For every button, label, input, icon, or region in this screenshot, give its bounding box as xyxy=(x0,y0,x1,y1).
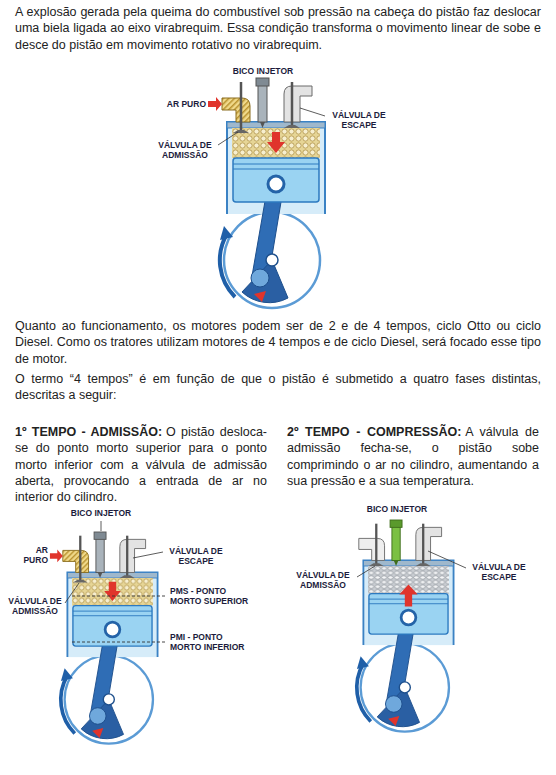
exhaust-valve xyxy=(120,536,146,578)
part-label: BICO INJETOR xyxy=(362,504,432,514)
cylinder xyxy=(357,560,454,731)
exhaust-valve xyxy=(284,82,312,128)
stroke-heading: 1º TEMPO - ADMISSÃO: xyxy=(15,425,162,439)
stroke-column: 1º TEMPO - ADMISSÃO:O pistão desloca-se … xyxy=(15,424,267,505)
part-label: BICO INJETOR xyxy=(66,508,136,518)
intake-valve xyxy=(359,524,385,566)
motion-arrow xyxy=(399,584,417,606)
piston-rod-crank xyxy=(233,158,319,303)
paragraph: A explosão gerada pela queima do combust… xyxy=(15,4,541,53)
part-label: BICO INJETOR xyxy=(228,66,298,76)
engine-figure xyxy=(50,532,158,744)
injector xyxy=(94,532,106,578)
piston-rod-crank xyxy=(369,594,448,727)
part-label: AR PURO xyxy=(160,99,206,109)
intake-valve xyxy=(50,536,89,583)
paragraph: Quanto ao funcionamento, os motores pode… xyxy=(15,318,541,367)
stroke-column: 2º TEMPO - COMPRESSÃO:A válvula de admis… xyxy=(287,424,539,489)
part-label: VÁLVULA DE ESCAPE xyxy=(328,110,390,130)
part-label: AR PURO xyxy=(18,545,48,565)
injector xyxy=(390,520,402,566)
part-label: VÁLVULA DE ESCAPE xyxy=(468,562,530,582)
part-label: PMS - PONTO MORTO SUPERIOR xyxy=(170,586,250,606)
engine-figure xyxy=(357,520,454,732)
motion-arrow xyxy=(104,582,121,601)
engine-figure xyxy=(208,78,325,308)
motion-arrow xyxy=(267,132,285,153)
leader-lines xyxy=(65,108,466,603)
cylinder xyxy=(61,572,158,743)
part-label: VÁLVULA DE ADMISSÃO xyxy=(290,570,356,590)
part-label: VÁLVULA DE ADMISSÃO xyxy=(6,596,64,616)
cylinder xyxy=(220,122,325,308)
dead-center-lines xyxy=(72,596,166,642)
injector xyxy=(256,78,269,128)
paragraph: O termo “4 tempos” é em função de que o … xyxy=(15,371,541,404)
part-label: VÁLVULA DE ESCAPE xyxy=(166,546,226,566)
stroke-heading: 2º TEMPO - COMPRESSÃO: xyxy=(287,425,461,439)
part-label: VÁLVULA DE ADMISSÃO xyxy=(150,140,220,160)
intake-valve xyxy=(208,82,250,133)
piston-rod-crank xyxy=(73,606,152,739)
part-label: PMI - PONTO MORTO INFERIOR xyxy=(170,632,250,652)
exhaust-valve xyxy=(416,524,442,566)
